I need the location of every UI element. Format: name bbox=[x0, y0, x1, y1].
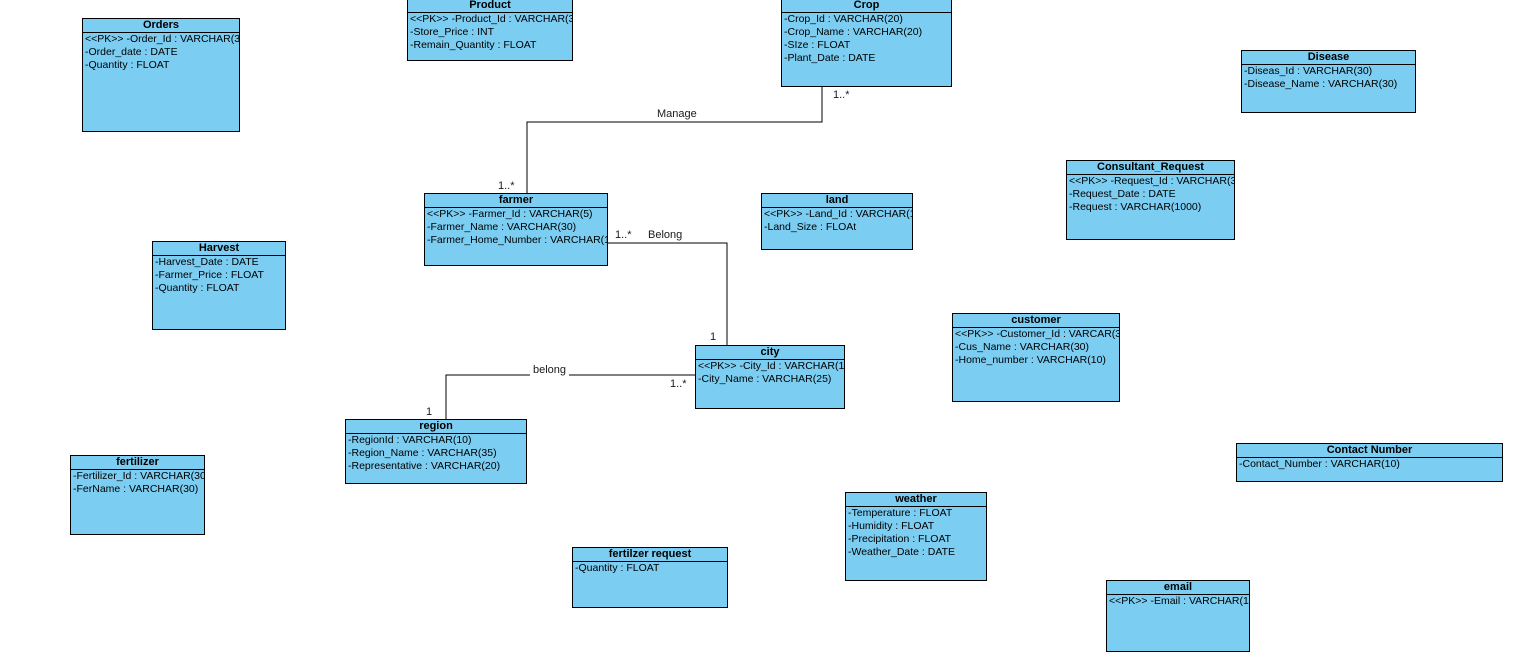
entity-attribute: -Crop_Name : VARCHAR(20) bbox=[784, 26, 923, 38]
multiplicity-region-belong: 1 bbox=[426, 406, 433, 418]
entity-title: Harvest bbox=[153, 242, 285, 256]
entity-attribute: -Humidity : FLOAT bbox=[848, 520, 935, 532]
entity-attribute: <<PK>> -Request_Id : VARCHAR(30) bbox=[1069, 175, 1234, 187]
entity-attribute: -Cus_Name : VARCHAR(30) bbox=[955, 341, 1090, 353]
entity-attribute: -Contact_Number : VARCHAR(10) bbox=[1239, 458, 1400, 470]
entity-region[interactable]: region-RegionId : VARCHAR(10)-Region_Nam… bbox=[345, 419, 527, 484]
entity-attribute: -Quantity : FLOAT bbox=[155, 282, 240, 294]
entity-contact-number[interactable]: Contact Number-Contact_Number : VARCHAR(… bbox=[1236, 443, 1503, 482]
entity-title: region bbox=[346, 420, 526, 434]
multiplicity-city-belong-left: 1..* bbox=[670, 378, 687, 390]
entity-attribute: -Weather_Date : DATE bbox=[848, 546, 955, 558]
entity-title: land bbox=[762, 194, 912, 208]
entity-attribute: <<PK>> -Farmer_Id : VARCHAR(5) bbox=[427, 208, 593, 220]
entity-attribute: <<PK>> -Customer_Id : VARCAR(30) bbox=[955, 328, 1119, 340]
entity-title: Disease bbox=[1242, 51, 1415, 65]
entity-land[interactable]: land<<PK>> -Land_Id : VARCHAR(10)-Land_S… bbox=[761, 193, 913, 250]
entity-attribute: -Farmer_Home_Number : VARCHAR(10) bbox=[427, 234, 607, 246]
connector-belong-farmer-city[interactable] bbox=[608, 242, 728, 345]
entity-attribute: <<PK>> -Product_Id : VARCHAR(30) bbox=[410, 13, 572, 25]
entity-attribute: -Request_Date : DATE bbox=[1069, 188, 1176, 200]
entity-attribute: -Harvest_Date : DATE bbox=[155, 256, 259, 268]
entity-attribute: <<PK>> -City_Id : VARCHAR(10) bbox=[698, 360, 844, 372]
entity-title: farmer bbox=[425, 194, 607, 208]
entity-attribute: -Crop_Id : VARCHAR(20) bbox=[784, 13, 903, 25]
entity-title: Consultant_Request bbox=[1067, 161, 1234, 175]
entity-farmer[interactable]: farmer<<PK>> -Farmer_Id : VARCHAR(5)-Far… bbox=[424, 193, 608, 266]
entity-weather[interactable]: weather-Temperature : FLOAT-Humidity : F… bbox=[845, 492, 987, 581]
entity-title: Product bbox=[408, 0, 572, 13]
entity-attribute: -Fertilizer_Id : VARCHAR(30) bbox=[73, 470, 204, 482]
entity-attribute: -Farmer_Name : VARCHAR(30) bbox=[427, 221, 577, 233]
entity-harvest[interactable]: Harvest-Harvest_Date : DATE-Farmer_Price… bbox=[152, 241, 286, 330]
entity-attribute: -Quantity : FLOAT bbox=[85, 59, 170, 71]
entity-orders[interactable]: Orders<<PK>> -Order_Id : VARCHAR(30)-Ord… bbox=[82, 18, 240, 132]
multiplicity-crop-manage: 1..* bbox=[833, 89, 850, 101]
entity-email[interactable]: email<<PK>> -Email : VARCHAR(10) bbox=[1106, 580, 1250, 652]
entity-title: Contact Number bbox=[1237, 444, 1502, 458]
connector-label-belong-region-city: belong bbox=[530, 364, 570, 376]
entity-attribute: -Quantity : FLOAT bbox=[575, 562, 660, 574]
connector-manage-crop-farmer[interactable] bbox=[526, 87, 823, 193]
entity-attribute: -Remain_Quantity : FLOAT bbox=[410, 39, 537, 51]
multiplicity-farmer-manage: 1..* bbox=[498, 180, 515, 192]
entity-customer[interactable]: customer<<PK>> -Customer_Id : VARCAR(30)… bbox=[952, 313, 1120, 402]
connector-label-manage: Manage bbox=[654, 108, 700, 120]
entity-product[interactable]: Product<<PK>> -Product_Id : VARCHAR(30)-… bbox=[407, 0, 573, 61]
entity-disease[interactable]: Disease-Diseas_Id : VARCHAR(30)-Disease_… bbox=[1241, 50, 1416, 113]
entity-attribute: -Precipitation : FLOAT bbox=[848, 533, 952, 545]
entity-attribute: -Store_Price : INT bbox=[410, 26, 495, 38]
entity-attribute: <<PK>> -Land_Id : VARCHAR(10) bbox=[764, 208, 912, 220]
connector-belong-region-city[interactable] bbox=[445, 374, 695, 419]
entity-fertilizer[interactable]: fertilizer-Fertilizer_Id : VARCHAR(30)-F… bbox=[70, 455, 205, 535]
entity-consultant-request[interactable]: Consultant_Request<<PK>> -Request_Id : V… bbox=[1066, 160, 1235, 240]
connector-label-belong-farmer-city: Belong bbox=[648, 229, 683, 241]
entity-title: city bbox=[696, 346, 844, 360]
entity-attribute: -Temperature : FLOAT bbox=[848, 507, 953, 519]
entity-attribute: -City_Name : VARCHAR(25) bbox=[698, 373, 832, 385]
entity-attribute: -Disease_Name : VARCHAR(30) bbox=[1244, 78, 1398, 90]
entity-attribute: -Home_number : VARCHAR(10) bbox=[955, 354, 1106, 366]
entity-attribute: -Farmer_Price : FLOAT bbox=[155, 269, 264, 281]
entity-attribute: -Land_Size : FLOAt bbox=[764, 221, 857, 233]
entity-attribute: <<PK>> -Order_Id : VARCHAR(30) bbox=[85, 33, 239, 45]
entity-title: customer bbox=[953, 314, 1119, 328]
entity-attribute: -SIze : FLOAT bbox=[784, 39, 851, 51]
entity-title: email bbox=[1107, 581, 1249, 595]
entity-attribute: -Diseas_Id : VARCHAR(30) bbox=[1244, 65, 1373, 77]
entity-attribute: -Request : VARCHAR(1000) bbox=[1069, 201, 1202, 213]
entity-title: Orders bbox=[83, 19, 239, 33]
multiplicity-city-belong-top: 1 bbox=[710, 331, 717, 343]
entity-title: fertilzer request bbox=[573, 548, 727, 562]
entity-title: weather bbox=[846, 493, 986, 507]
entity-fertilizer-request[interactable]: fertilzer request-Quantity : FLOAT bbox=[572, 547, 728, 608]
entity-attribute: -Representative : VARCHAR(20) bbox=[348, 460, 501, 472]
entity-attribute: -Plant_Date : DATE bbox=[784, 52, 876, 64]
entity-attribute: <<PK>> -Email : VARCHAR(10) bbox=[1109, 595, 1249, 607]
entity-attribute: -Order_date : DATE bbox=[85, 46, 178, 58]
multiplicity-farmer-belong: 1..* bbox=[615, 229, 632, 241]
entity-title: fertilizer bbox=[71, 456, 204, 470]
entity-attribute: -Region_Name : VARCHAR(35) bbox=[348, 447, 497, 459]
entity-city[interactable]: city<<PK>> -City_Id : VARCHAR(10)-City_N… bbox=[695, 345, 845, 409]
entity-attribute: -RegionId : VARCHAR(10) bbox=[348, 434, 472, 446]
entity-crop[interactable]: Crop-Crop_Id : VARCHAR(20)-Crop_Name : V… bbox=[781, 0, 952, 87]
entity-attribute: -FerName : VARCHAR(30) bbox=[73, 483, 199, 495]
entity-title: Crop bbox=[782, 0, 951, 13]
